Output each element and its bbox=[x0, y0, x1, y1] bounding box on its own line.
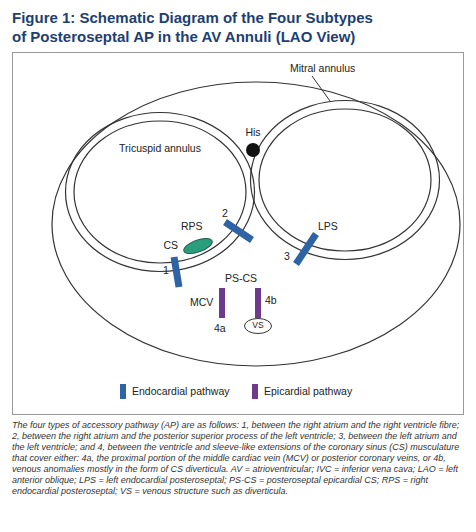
node-outline bbox=[246, 143, 260, 157]
callout-label: PS-CS bbox=[225, 272, 257, 284]
venous-structure: VS bbox=[244, 318, 272, 334]
annulus-inner-line bbox=[259, 109, 431, 251]
epicardial-pathway-bar bbox=[255, 288, 261, 318]
legend-swatch bbox=[120, 384, 126, 399]
av-groove-outline bbox=[52, 82, 460, 366]
callout-label: LPS bbox=[318, 220, 338, 232]
coronary-sinus-ostium: CS bbox=[182, 238, 214, 254]
node-label: CS bbox=[158, 239, 178, 253]
mitral-annulus-ring: Mitral annulus bbox=[250, 100, 440, 260]
callout-label: 4a bbox=[214, 322, 226, 334]
callout-label: 2 bbox=[222, 207, 228, 219]
leader-line bbox=[312, 76, 330, 101]
endocardial-pathway-bar bbox=[174, 257, 179, 287]
callout-label: 4b bbox=[265, 294, 277, 306]
legend-text: Epicardial pathway bbox=[264, 385, 352, 398]
tricuspid-annulus-ring: Tricuspid annulus bbox=[65, 112, 255, 272]
endocardial-pathway-bar bbox=[225, 222, 252, 240]
vs-ellipse bbox=[245, 319, 272, 334]
his-bundle-dot: His bbox=[246, 143, 260, 157]
figure-caption: The four types of accessory pathway (AP)… bbox=[12, 420, 464, 497]
figure-frame bbox=[13, 53, 464, 415]
node-outline bbox=[65, 112, 255, 272]
annulus-outer-line bbox=[66, 113, 255, 272]
node-label: Tricuspid annulus bbox=[65, 142, 255, 156]
cs-ellipse bbox=[182, 235, 214, 257]
his-dot bbox=[246, 143, 260, 157]
annulus-outer-line bbox=[251, 101, 440, 260]
callout-label: RPS bbox=[181, 220, 203, 232]
node-label: VS bbox=[244, 320, 272, 332]
node-label: Mitral annulus bbox=[290, 62, 355, 76]
figure-title: Figure 1: Schematic Diagram of the Four … bbox=[12, 8, 384, 46]
node-outline bbox=[250, 100, 440, 260]
callout-label: 1 bbox=[163, 264, 169, 276]
legend-text: Endocardial pathway bbox=[132, 385, 229, 398]
node-outline bbox=[182, 238, 214, 254]
endocardial-pathway-bar bbox=[296, 234, 316, 264]
callout-label: MCV bbox=[190, 296, 213, 308]
legend-swatch bbox=[252, 384, 258, 399]
node-label: His bbox=[233, 126, 273, 140]
callout-label: 3 bbox=[284, 250, 290, 262]
epicardial-pathway-bar bbox=[219, 288, 225, 318]
